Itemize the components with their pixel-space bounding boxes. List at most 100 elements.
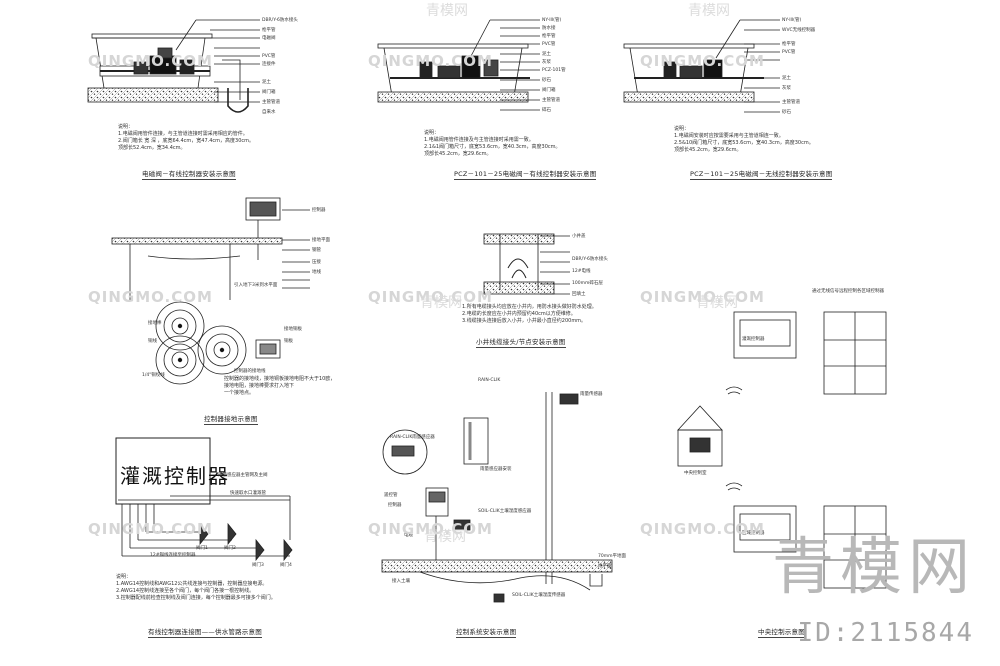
- note-line: 顶部长45.2cm，宽29.6cm。: [674, 147, 742, 153]
- controller-box-title: 灌溉控制器: [120, 464, 230, 488]
- watermark: QINGMO.COM: [640, 520, 765, 538]
- d5-label: 回填土: [572, 292, 586, 297]
- d6-label: 接入土壤: [392, 579, 410, 584]
- d1-label: 阀门箱: [262, 90, 276, 95]
- d6-label: 电缆: [404, 533, 413, 538]
- caption-2: PCZ－101－25电磁阀－有线控制器安装示意图: [454, 170, 597, 180]
- d1-label: 自来水: [262, 110, 276, 115]
- note-line: 控制器的接地线，接地铜板接地电阻不大于10欧，: [224, 376, 336, 382]
- d6-label: RAIN-CLIK: [478, 378, 501, 383]
- note-line: 3.控制器配线前检查控制线及阀门连接，每个控制器最多可接多个阀门。: [116, 595, 276, 601]
- d2-label: 泥土: [542, 52, 551, 57]
- d6-label: 遥控管: [384, 493, 398, 498]
- note-line: 1.电磁阀用管件连接，与主管道连接时需采用相应的管件。: [118, 131, 248, 137]
- d2-label: PVC管: [542, 42, 556, 47]
- d2-label: 砂石: [542, 78, 551, 83]
- d3-label: 主管管道: [782, 100, 800, 105]
- d5-label: DBR/Y-6防水接头: [572, 257, 608, 262]
- watermark-cn: 青模网: [426, 3, 468, 19]
- d1-label: DBR/Y-6防水接头: [262, 18, 298, 23]
- controller-wiring-drawing: [115, 437, 293, 562]
- caption-5: 小井线缆接头/节点安装示意图: [476, 338, 566, 348]
- watermark-cn: 青模网: [420, 295, 462, 311]
- caption-3: PCZ－101－25电磁阀－无线控制器安装示意图: [690, 170, 833, 180]
- note-line: 说明：: [116, 574, 132, 580]
- d4-label: 压接: [312, 260, 321, 265]
- d6-label: RAIN-CLIK雨量感应器: [390, 435, 435, 440]
- d3-label: PVC管: [782, 50, 796, 55]
- note-line: 说明：: [674, 126, 690, 132]
- note-line: 2.电缆的长度应在小井内预留约40cm以方便维修。: [462, 311, 576, 317]
- d1-label: 电磁阀: [262, 36, 276, 41]
- d3-notes: 说明： 1.电磁阀安装时应按需要采用与主管道相连一致。 2.5&10阀门箱尺寸，…: [674, 126, 814, 154]
- note-line: 说明：: [424, 130, 440, 136]
- note-line: 说明：: [118, 124, 134, 130]
- note-line: 1.AWG14控制线和AWG12公共线连接与控制器，控制器应接电源。: [116, 581, 268, 587]
- watermark-large: 青模网: [771, 530, 976, 603]
- d5-label: 小井盖: [572, 234, 586, 239]
- caption-6: 控制系统安装示意图: [456, 628, 517, 638]
- d1-label: 连接件: [262, 62, 276, 67]
- d5-label: 12#电线: [572, 269, 591, 274]
- d4-label: 钢管: [312, 248, 321, 253]
- d6-label: SOIL-CLIK土壤湿度传感器: [512, 593, 566, 598]
- watermark-cn: 青模网: [424, 529, 466, 545]
- d4-label: 1/4"铜绞线: [142, 373, 165, 378]
- d3-label: 砂石: [782, 110, 791, 115]
- valve-pcz-wireless-drawing: [623, 19, 780, 113]
- d7-label: 12#铜线连接至控制器: [150, 553, 196, 558]
- d7-label: 雨量感应器主管网及主阀: [218, 473, 268, 478]
- d4-label: 引入地下3米到水平面: [234, 283, 278, 288]
- note-line: 一个接地点。: [224, 390, 255, 396]
- note-line: 顶部长52.4cm，宽34.4cm。: [118, 145, 186, 151]
- d7-label: 阀门4: [280, 563, 292, 568]
- note-line: 3.线缆接头连接后放入小井，小井最小直径约200mm。: [462, 318, 587, 324]
- d7-label: 阀门1: [196, 546, 208, 551]
- d2-label: PCZ-101管: [542, 68, 566, 73]
- note-line: 2.1&1阀门箱尺寸，底宽53.6cm，宽40.3cm，高度30cm。: [424, 144, 561, 150]
- d1-label: PVC管: [262, 54, 276, 59]
- watermark-cn: 青模网: [696, 295, 738, 311]
- watermark-cn: 青模网: [688, 3, 730, 19]
- d1-label: 主管管道: [262, 100, 280, 105]
- d4-label: 接地棒: [148, 321, 162, 326]
- note-line: 2.AWG14控制线连接至各个阀门，每个阀门各接一根控制线。: [116, 588, 255, 594]
- d2-label: 阀门箱: [542, 88, 556, 93]
- d6-label: 雨量传感器: [580, 392, 603, 397]
- watermark: QINGMO.COM: [640, 288, 765, 306]
- note-line: 1.所有电缆接头均应放在小井内，用防水接头做好防水处理。: [462, 304, 597, 310]
- valve-pcz-wired-drawing: [377, 19, 540, 111]
- d4-label: 控制器的接地线: [234, 369, 266, 374]
- note-line: 接地电阻，接地棒要求打入地下: [224, 383, 295, 389]
- watermark: QINGMO.COM: [88, 520, 213, 538]
- d4-label: 控制器: [312, 208, 326, 213]
- pit-joint-drawing: [483, 233, 570, 295]
- d8-label: 区域控制器: [742, 531, 765, 536]
- grounding-drawing: [111, 197, 310, 385]
- watermark: QINGMO.COM: [368, 52, 493, 70]
- caption-1: 电磁阀－有线控制器安装示意图: [142, 170, 236, 180]
- d1-label: 泥土: [262, 80, 271, 85]
- caption-4: 控制器接地示意图: [204, 415, 258, 425]
- d3-label: 枪平管: [782, 42, 796, 47]
- caption-8: 中央控制示意图: [758, 628, 805, 638]
- watermark: QINGMO.COM: [640, 52, 765, 70]
- d3-label: 灰浆: [782, 86, 791, 91]
- d1-label: 枪平管: [262, 28, 276, 33]
- d1-notes: 说明： 1.电磁阀用管件连接，与主管道连接时需采用相应的管件。 2.阀门箱长 宽…: [118, 124, 254, 152]
- asset-id: ID:2115844: [797, 618, 974, 648]
- caption-7: 有线控制器连接图——供水管路示意图: [148, 628, 262, 638]
- central-control-drawing: [677, 311, 887, 589]
- d4-label: 铜板: [284, 339, 293, 344]
- d2-label: 碎石: [542, 108, 551, 113]
- d8-note: 中央控制室: [684, 471, 707, 476]
- note-line: 1.电磁阀安装时应按需要采用与主管道相连一致。: [674, 133, 784, 139]
- d4-label: 接地平面: [312, 238, 330, 243]
- d2-notes: 说明： 1.电磁阀用管件连接及与主管连接时采用需一致。 2.1&1阀门箱尺寸，底…: [424, 130, 561, 158]
- d2-label: 防水接: [542, 26, 556, 31]
- note-line: 2.5&10阀门箱尺寸，底宽53.6cm，宽40.3cm，高度30cm。: [674, 140, 814, 146]
- d7-label: 阀门3: [252, 563, 264, 568]
- control-system-drawing: [381, 392, 613, 603]
- watermark: QINGMO.COM: [368, 520, 493, 538]
